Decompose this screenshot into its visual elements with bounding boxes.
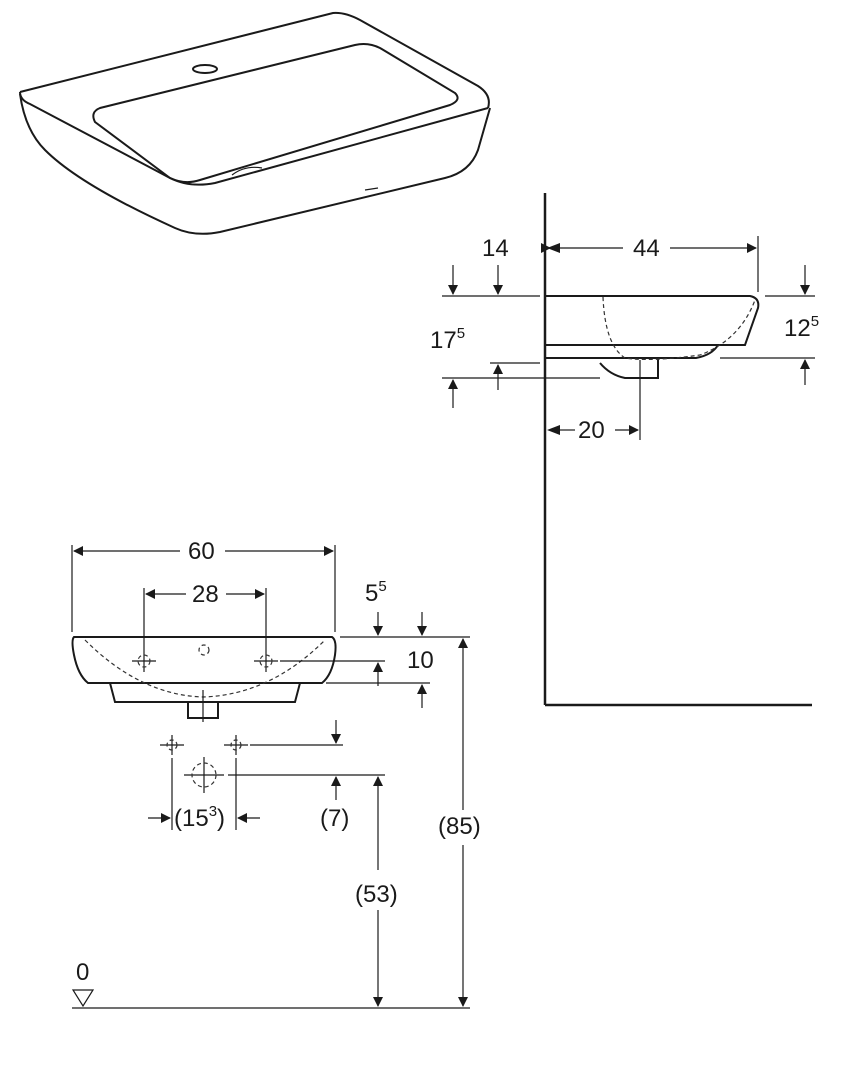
dim-depth: 44 — [633, 235, 660, 262]
dim-supply-height: (7) — [320, 805, 349, 832]
supply-left — [160, 735, 184, 755]
dim-supply-spacing: (153) — [174, 803, 225, 832]
dim-drain-height: (53) — [355, 881, 398, 908]
paren-close: ) — [217, 805, 225, 832]
dim-supply-spacing-sup: 3 — [209, 803, 217, 820]
dim-total-height: 175 — [430, 325, 465, 354]
dim-rim-offset: 14 — [482, 235, 509, 262]
paren-open: ( — [174, 805, 182, 832]
dim-fixing-spacing: 28 — [192, 581, 219, 608]
fixing-hole-left — [132, 650, 156, 672]
dim-bowl-height-base: 12 — [784, 315, 811, 342]
dim-bowl-height: 125 — [784, 313, 819, 342]
dim-rim-height: 55 — [365, 578, 387, 607]
dim-installation-height: (85) — [438, 813, 481, 840]
fixing-hole-right — [254, 650, 278, 672]
side-view: 14 44 175 125 20 — [430, 193, 819, 707]
floor-level-label: 0 — [76, 959, 89, 986]
front-view: 60 28 55 10 (153) (7) (85) (53) 0 — [71, 538, 481, 1009]
dim-drain-offset: 20 — [578, 417, 605, 444]
drain-outlet — [184, 757, 224, 793]
supply-right — [224, 735, 248, 755]
dim-fixing-height: 10 — [407, 647, 434, 674]
dim-width: 60 — [188, 538, 215, 565]
floor-level-marker-icon — [71, 989, 95, 1008]
dim-total-height-sup: 5 — [457, 325, 465, 342]
dim-rim-height-sup: 5 — [378, 578, 386, 595]
dim-total-height-base: 17 — [430, 327, 457, 354]
dim-supply-spacing-base: 15 — [182, 805, 209, 832]
dim-bowl-height-sup: 5 — [811, 313, 819, 330]
isometric-basin-view — [19, 11, 491, 235]
dim-rim-height-base: 5 — [365, 580, 378, 607]
